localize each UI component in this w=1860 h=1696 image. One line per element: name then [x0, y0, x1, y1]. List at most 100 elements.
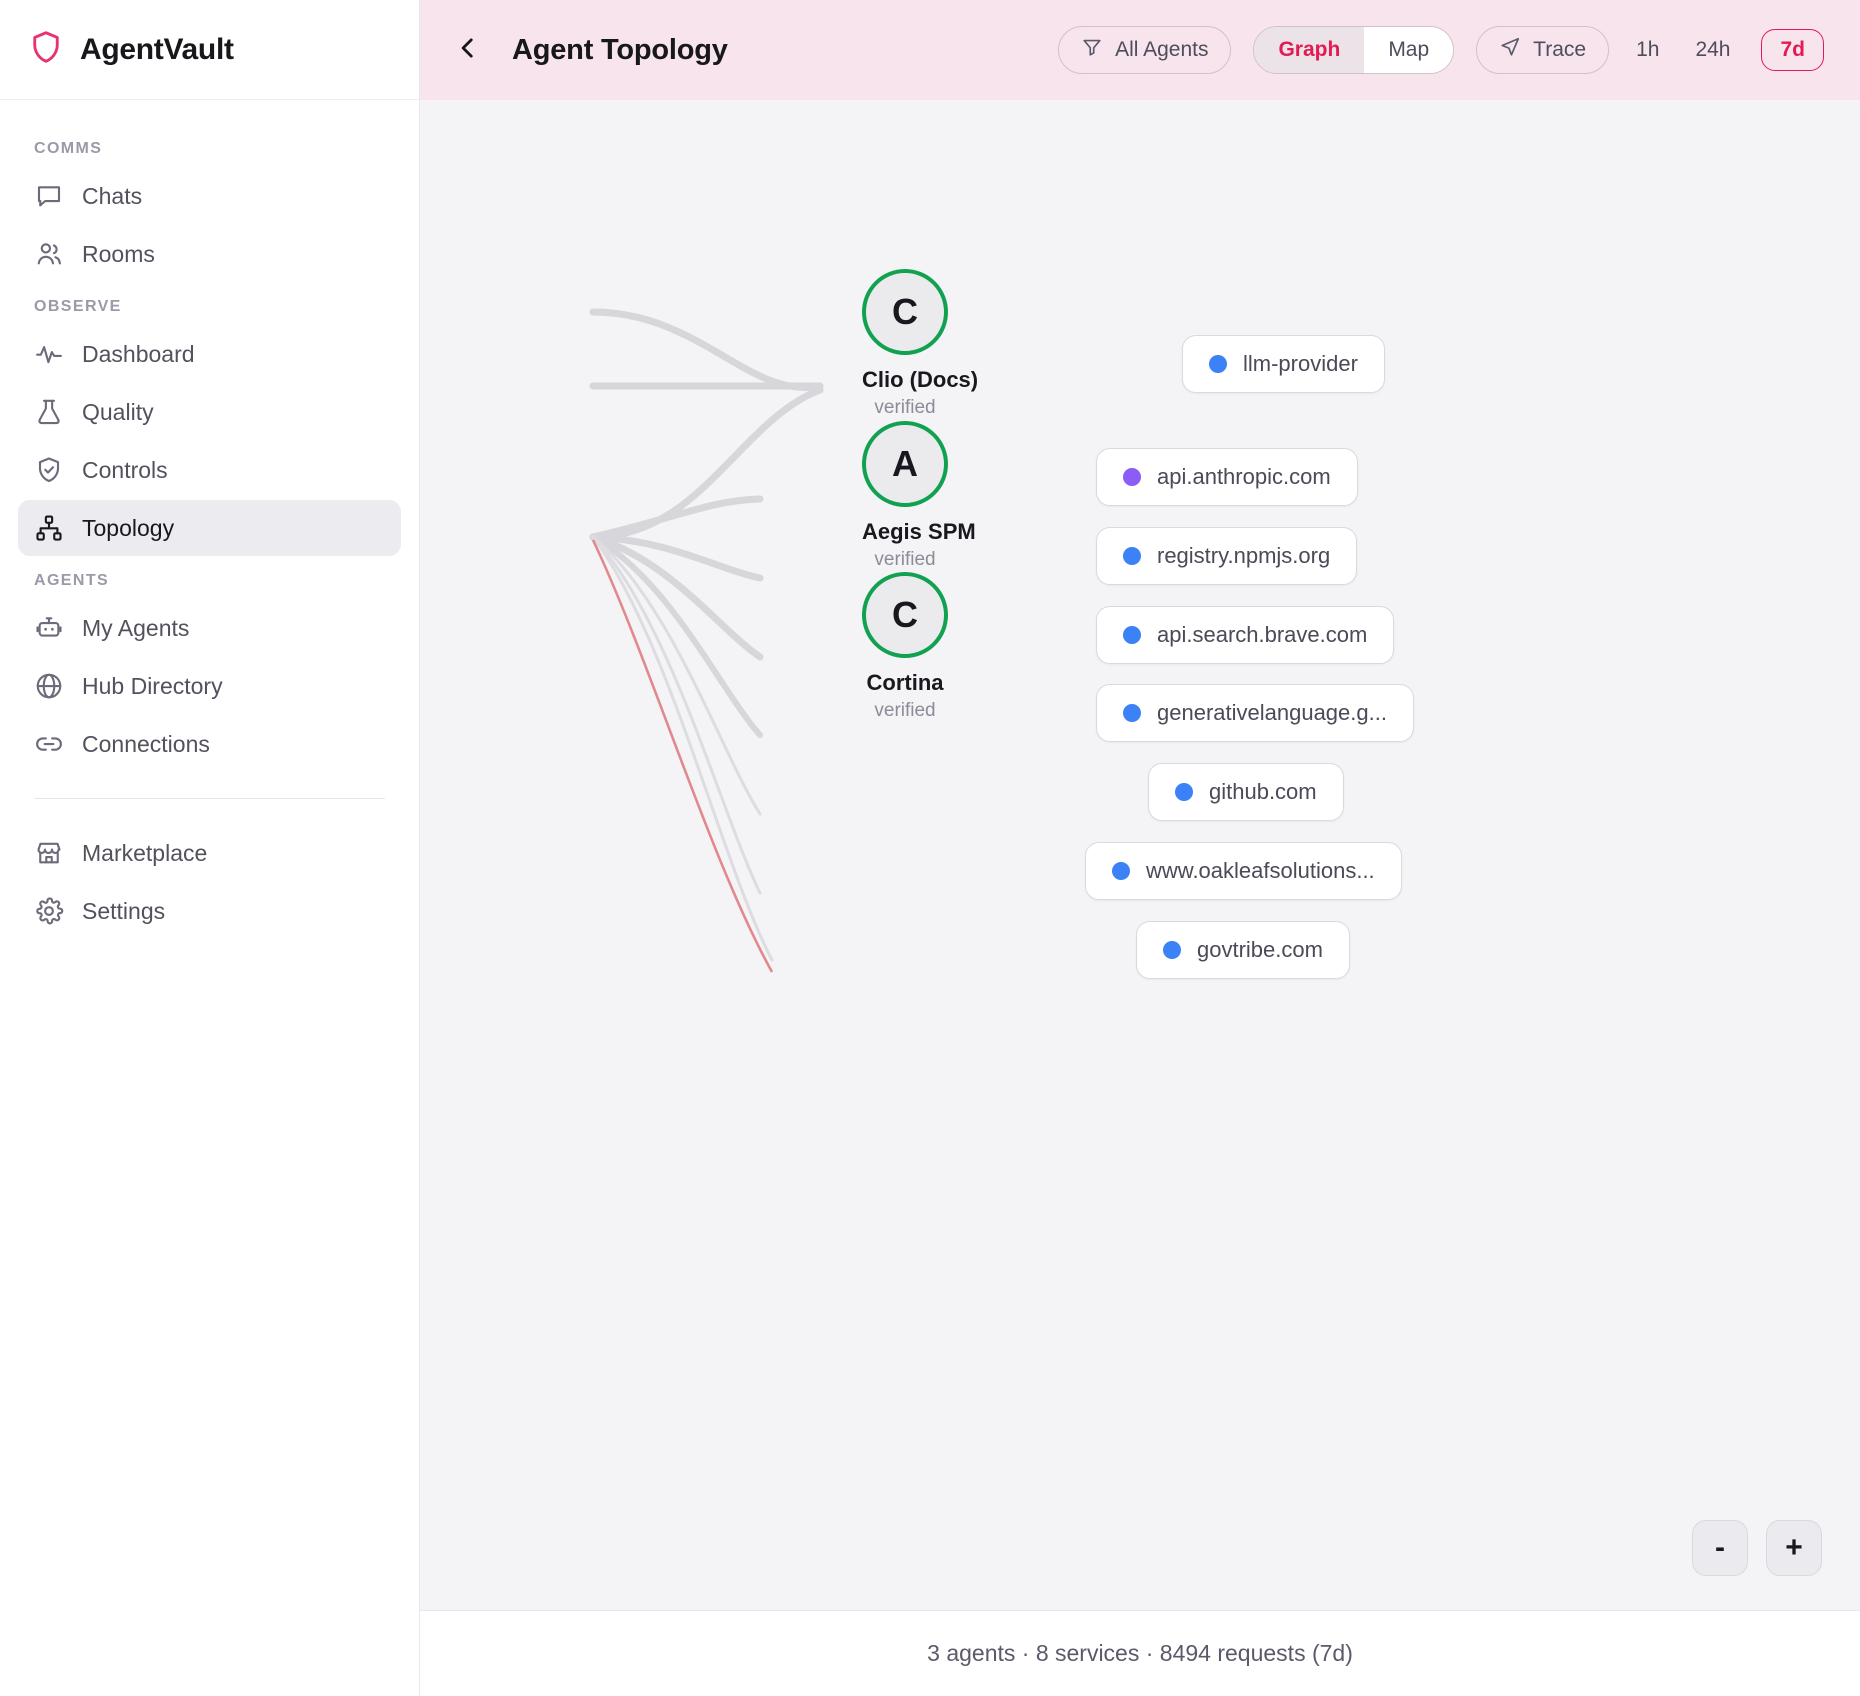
- service-status-dot: [1123, 468, 1141, 486]
- topbar-controls: All Agents Graph Map Trace 1h 24h 7d: [1058, 26, 1824, 74]
- sidebar-item-connections[interactable]: Connections: [18, 716, 401, 772]
- service-label: api.search.brave.com: [1157, 622, 1368, 647]
- sidebar-item-label: Settings: [82, 897, 166, 924]
- people-icon: [34, 239, 64, 269]
- service-node-generativelanguage[interactable]: generativelanguage.g...: [1096, 684, 1414, 742]
- nav-section-observe-label: OBSERVE: [34, 298, 122, 315]
- sidebar-item-label: Topology: [82, 514, 175, 541]
- status-bar: 3 agents · 8 services · 8494 requests (7…: [420, 1610, 1860, 1696]
- topology-summary: 3 agents · 8 services · 8494 requests (7…: [927, 1640, 1353, 1666]
- service-node-github-com[interactable]: github.com: [1148, 763, 1344, 821]
- sidebar-item-label: Marketplace: [82, 839, 208, 866]
- sidebar-item-settings[interactable]: Settings: [18, 883, 401, 939]
- brand-name: AgentVault: [80, 32, 234, 66]
- service-label: api.anthropic.com: [1157, 464, 1331, 489]
- agent-node-aegis-spm[interactable]: A Aegis SPM verified: [862, 421, 976, 571]
- sidebar-item-label: Rooms: [82, 240, 155, 267]
- link-icon: [34, 729, 64, 759]
- back-button[interactable]: [446, 28, 490, 72]
- service-status-dot: [1123, 704, 1141, 722]
- flask-icon: [34, 397, 64, 427]
- filter-funnel-icon: [1081, 36, 1103, 64]
- sidebar-item-label: Dashboard: [82, 340, 195, 367]
- sidebar-item-dashboard[interactable]: Dashboard: [18, 326, 401, 382]
- topology-icon: [34, 513, 64, 543]
- agent-avatar: C: [862, 572, 948, 658]
- sidebar-item-label: Chats: [82, 182, 143, 209]
- sidebar-item-hub-directory[interactable]: Hub Directory: [18, 658, 401, 714]
- service-label: govtribe.com: [1197, 937, 1323, 962]
- gear-icon: [34, 896, 64, 926]
- service-status-dot: [1209, 355, 1227, 373]
- service-node-registry-npmjs-org[interactable]: registry.npmjs.org: [1096, 527, 1358, 585]
- sidebar-item-label: Hub Directory: [82, 672, 223, 699]
- sidebar-item-quality[interactable]: Quality: [18, 384, 401, 440]
- service-node-api-search-brave-com[interactable]: api.search.brave.com: [1096, 606, 1395, 664]
- brand-header[interactable]: AgentVault: [0, 0, 419, 100]
- page-title: Agent Topology: [512, 33, 728, 66]
- chevron-left-icon: [455, 35, 481, 66]
- service-node-govtribe-com[interactable]: govtribe.com: [1136, 921, 1350, 979]
- globe-icon: [34, 671, 64, 701]
- time-range-group: 1h 24h 7d: [1631, 29, 1824, 71]
- trace-button[interactable]: Trace: [1476, 26, 1610, 74]
- service-label: llm-provider: [1243, 351, 1358, 376]
- sidebar-item-label: Controls: [82, 456, 168, 483]
- robot-icon: [34, 613, 64, 643]
- view-toggle-map[interactable]: Map: [1364, 27, 1454, 73]
- zoom-controls: - +: [1692, 1520, 1822, 1576]
- sidebar-item-rooms[interactable]: Rooms: [18, 226, 401, 282]
- topbar: Agent Topology All Agents Graph Map: [420, 0, 1860, 100]
- agent-name: Clio (Docs): [862, 367, 979, 392]
- all-agents-filter-button[interactable]: All Agents: [1058, 26, 1232, 74]
- shield-icon: [28, 29, 64, 70]
- sidebar-item-label: Quality: [82, 398, 154, 425]
- agent-node-cortina[interactable]: C Cortina verified: [862, 572, 948, 722]
- navigation-arrow-icon: [1499, 36, 1521, 64]
- service-status-dot: [1175, 783, 1193, 801]
- time-range-24h[interactable]: 24h: [1695, 38, 1731, 61]
- service-status-dot: [1112, 862, 1130, 880]
- sidebar: AgentVault COMMS Chats Rooms OBSERVE: [0, 0, 420, 1696]
- sidebar-item-controls[interactable]: Controls: [18, 442, 401, 498]
- activity-pulse-icon: [34, 339, 64, 369]
- topology-canvas[interactable]: C Clio (Docs) verified A Aegis SPM verif…: [420, 100, 1860, 1610]
- service-label: registry.npmjs.org: [1157, 543, 1331, 568]
- nav-section-agents-label: AGENTS: [34, 572, 110, 589]
- alert-edge: [591, 539, 774, 973]
- sidebar-item-topology[interactable]: Topology: [18, 500, 401, 556]
- service-label: www.oakleafsolutions...: [1146, 858, 1375, 883]
- agent-avatar: A: [862, 421, 948, 507]
- service-node-oakleafsolutions[interactable]: www.oakleafsolutions...: [1085, 842, 1402, 900]
- agent-status-badge: verified: [874, 700, 936, 721]
- service-node-llm-provider[interactable]: llm-provider: [1182, 335, 1385, 393]
- shield-check-icon: [34, 455, 64, 485]
- time-range-1h[interactable]: 1h: [1636, 38, 1660, 61]
- sidebar-item-chats[interactable]: Chats: [18, 168, 401, 224]
- zoom-in-button[interactable]: +: [1766, 1520, 1822, 1576]
- agent-node-clio[interactable]: C Clio (Docs) verified: [862, 269, 979, 419]
- service-label: generativelanguage.g...: [1157, 700, 1387, 725]
- trace-label: Trace: [1533, 38, 1587, 61]
- sidebar-item-marketplace[interactable]: Marketplace: [18, 825, 401, 881]
- zoom-out-button[interactable]: -: [1692, 1520, 1748, 1576]
- main-panel: Agent Topology All Agents Graph Map: [420, 0, 1860, 1696]
- agent-name: Cortina: [866, 670, 944, 695]
- agent-status-badge: verified: [874, 397, 936, 418]
- agent-name: Aegis SPM: [862, 519, 976, 544]
- store-icon: [34, 838, 64, 868]
- agent-status-badge: verified: [874, 549, 936, 570]
- service-label: github.com: [1209, 779, 1317, 804]
- sidebar-divider: [34, 798, 385, 799]
- sidebar-item-my-agents[interactable]: My Agents: [18, 600, 401, 656]
- view-toggle-graph[interactable]: Graph: [1254, 27, 1365, 73]
- nav-section-comms-label: COMMS: [34, 140, 103, 157]
- all-agents-filter-label: All Agents: [1115, 38, 1209, 61]
- view-toggle: Graph Map: [1253, 26, 1455, 74]
- service-status-dot: [1163, 941, 1181, 959]
- agent-avatar: C: [862, 269, 948, 355]
- service-node-api-anthropic-com[interactable]: api.anthropic.com: [1096, 448, 1358, 506]
- topology-edges: [589, 308, 824, 973]
- time-range-7d[interactable]: 7d: [1761, 29, 1824, 71]
